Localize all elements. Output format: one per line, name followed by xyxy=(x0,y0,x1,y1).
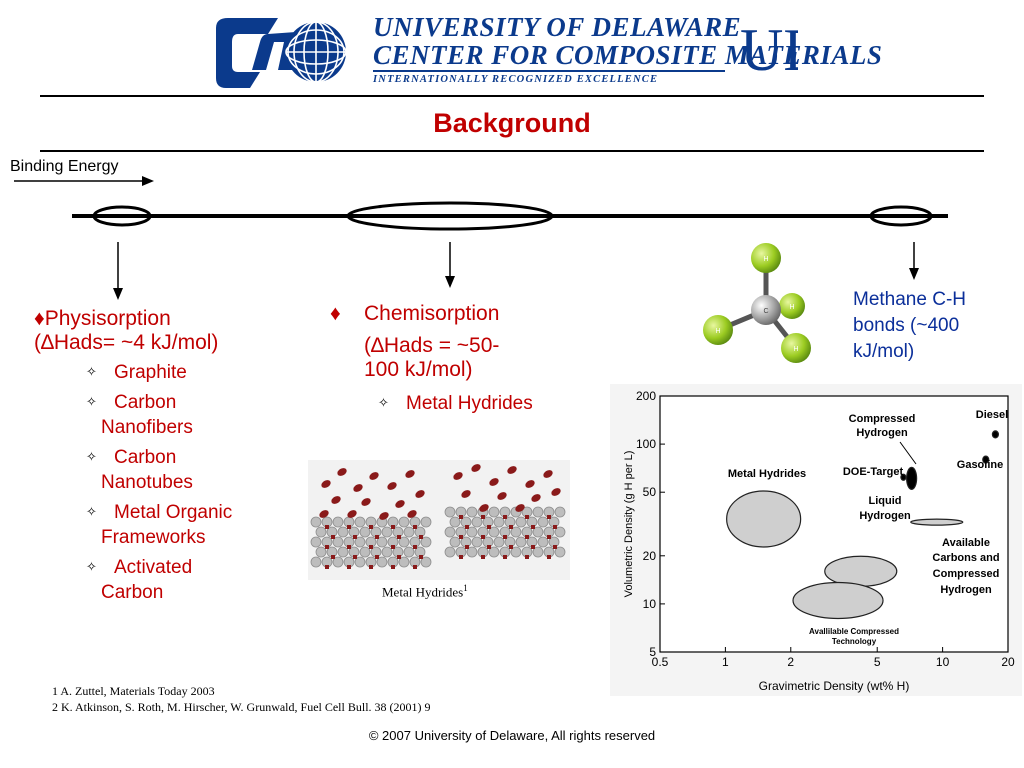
title-rule xyxy=(40,150,984,152)
star-bullet-icon: ✧ xyxy=(86,504,97,519)
top-rule xyxy=(40,95,984,97)
chart-annotation: Gasoline xyxy=(957,459,1003,471)
tagline: INTERNATIONALLY RECOGNIZED EXCELLENCE xyxy=(373,74,659,85)
y-tick-label: 5 xyxy=(649,645,656,659)
x-tick-label: 0.5 xyxy=(652,655,669,669)
star-bullet-icon: ✧ xyxy=(86,364,97,379)
chart-annotation: DOE-Target xyxy=(843,466,904,478)
binding-energy-arrow xyxy=(14,176,154,186)
diamond-bullet-icon: ♦ xyxy=(330,302,341,325)
star-bullet-icon: ✧ xyxy=(86,449,97,464)
diamond-bullet-icon: ♦ xyxy=(34,307,45,330)
chart-annotation: Metal Hydrides xyxy=(728,468,806,480)
ccm-logo xyxy=(216,18,347,88)
chemisorption-heading: ♦Chemisorption xyxy=(330,302,500,325)
star-bullet-icon: ✧ xyxy=(86,394,97,409)
x-tick-label: 5 xyxy=(874,655,881,669)
chart-annotation: Hydrogen xyxy=(859,510,911,522)
x-tick-label: 1 xyxy=(722,655,729,669)
chart-annotation: Avallilable Compressed xyxy=(809,627,899,636)
chart-annotation: Hydrogen xyxy=(940,584,992,596)
y-axis-label: Volumetric Density (g H per L) xyxy=(623,451,635,598)
svg-text:H: H xyxy=(789,304,794,311)
center-name: CENTER FOR COMPOSITE MATERIALS xyxy=(373,40,883,70)
svg-text:H: H xyxy=(715,328,720,335)
chart-annotation: Technology xyxy=(832,637,877,646)
star-bullet-icon: ✧ xyxy=(86,559,97,574)
references: 1 A. Zuttel, Materials Today 2003 2 K. A… xyxy=(52,683,431,715)
physisorption-heading: ♦Physisorption xyxy=(34,307,171,330)
chart-annotation: Diesel xyxy=(976,409,1008,421)
methane-molecule-image: H H H H C xyxy=(703,243,811,363)
physisorption-item: ✧Graphite xyxy=(86,359,304,385)
reference-1: 1 A. Zuttel, Materials Today 2003 xyxy=(52,684,215,698)
chart-annotation: Hydrogen xyxy=(856,427,908,439)
compressed-hydrogen-pointer xyxy=(899,441,917,465)
ud-logo-u: UD xyxy=(740,17,798,83)
binding-energy-axis xyxy=(72,201,948,231)
header-divider xyxy=(373,70,725,72)
available-carbons-region xyxy=(824,555,898,587)
physisorption-enthalpy: (∆Hads= ~4 kJ/mol) xyxy=(34,331,219,354)
compressed-technology-region xyxy=(792,581,884,620)
methane-arrow xyxy=(909,242,919,280)
star-bullet-icon: ✧ xyxy=(378,395,389,410)
chart-annotation: Compressed xyxy=(933,568,1000,580)
ud-logo: UD xyxy=(736,14,827,84)
university-name: UNIVERSITY OF DELAWARE xyxy=(373,12,742,42)
chemisorption-enthalpy-2: 100 kJ/mol) xyxy=(364,358,473,381)
copyright: © 2007 University of Delaware, All right… xyxy=(368,728,656,743)
x-axis-label: Gravimetric Density (wt% H) xyxy=(759,679,910,693)
y-tick-label: 50 xyxy=(643,485,657,499)
x-tick-label: 2 xyxy=(787,655,794,669)
diesel-point xyxy=(991,430,1000,439)
binding-energy-label: Binding Energy xyxy=(10,158,119,175)
chemisorption-block: ♦Chemisorption (∆Hads = ~50- 100 kJ/mol)… xyxy=(330,302,590,416)
physisorption-arrow xyxy=(113,242,123,300)
x-tick-label: 20 xyxy=(1001,655,1015,669)
liquid-hydrogen-region xyxy=(910,518,964,526)
svg-text:H: H xyxy=(793,346,798,353)
reference-2: 2 K. Atkinson, S. Roth, M. Hirscher, W. … xyxy=(52,700,431,714)
compressed-hydrogen-point xyxy=(900,473,907,481)
metal-hydrides-image xyxy=(308,460,570,580)
methane-text: Methane C-H bonds (~400 kJ/mol) xyxy=(853,289,966,362)
metal-hydrides-caption: Metal Hydrides1 xyxy=(382,583,468,600)
chart-annotation: Carbons and xyxy=(932,552,999,564)
chemisorption-item: ✧Metal Hydrides xyxy=(378,390,590,416)
svg-text:H: H xyxy=(763,256,768,263)
page-title: Background xyxy=(433,108,591,138)
gasoline-point xyxy=(982,455,990,464)
chemisorption-enthalpy-1: (∆Hads = ~50- xyxy=(364,334,500,357)
metal-hydrides-region xyxy=(726,490,802,548)
y-tick-label: 10 xyxy=(643,597,657,611)
x-tick-label: 10 xyxy=(936,655,950,669)
y-tick-label: 200 xyxy=(636,389,656,403)
y-tick-label: 100 xyxy=(636,437,656,451)
chart-annotation: Liquid xyxy=(869,495,902,507)
y-tick-label: 20 xyxy=(643,549,657,563)
chart-annotation: Compressed xyxy=(849,413,916,425)
chemisorption-arrow xyxy=(445,242,455,288)
chart-annotation: Available xyxy=(942,537,990,549)
svg-text:C: C xyxy=(763,308,768,315)
doe-target-region xyxy=(906,466,918,491)
physisorption-block: ♦Physisorption (∆Hads= ~4 kJ/mol) ✧Graph… xyxy=(34,307,304,609)
